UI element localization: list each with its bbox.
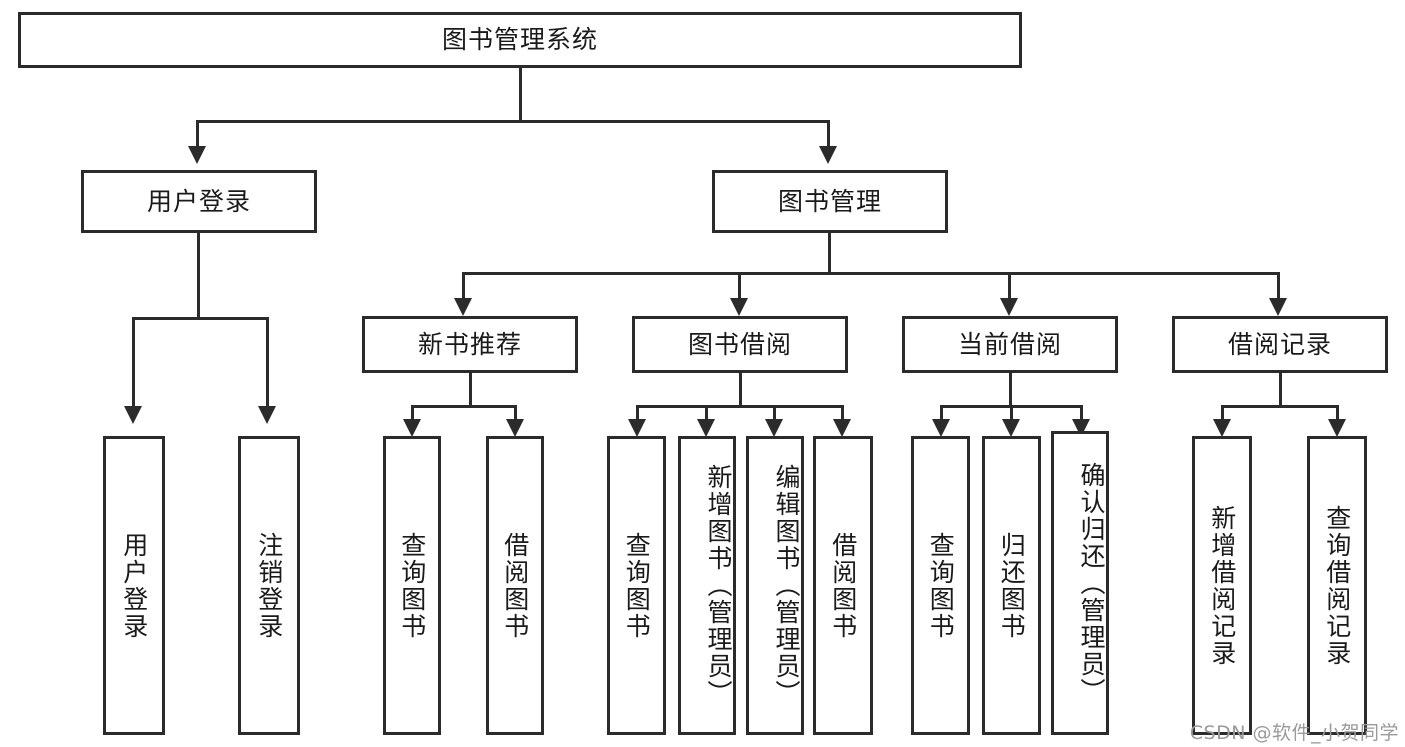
arrowhead-leaf-recommend-borrow bbox=[506, 419, 524, 437]
connector-l3-drop-2 bbox=[738, 272, 741, 298]
arrowhead-leaf-borrow-add bbox=[697, 419, 715, 437]
leaf-logout[interactable]: 注销登录 bbox=[238, 436, 300, 735]
connector-user-login-drop-2 bbox=[266, 317, 269, 406]
arrowhead-leaf-user-login bbox=[124, 406, 142, 424]
connector-borrow-drop-1 bbox=[636, 405, 639, 419]
arrowhead-leaf-logout bbox=[258, 406, 276, 424]
connector-record-drop-2 bbox=[1336, 405, 1339, 419]
connector-user-login-stem bbox=[197, 233, 200, 317]
csdn-watermark: CSDN @软件_小贺同学 bbox=[1189, 722, 1399, 744]
connector-root-stem bbox=[519, 68, 522, 120]
arrowhead-current-borrow bbox=[1000, 298, 1018, 316]
leaf-current-query-book[interactable]: 查询图书 bbox=[911, 436, 970, 735]
connector-l3-drop-1 bbox=[462, 272, 465, 298]
arrowhead-leaf-borrow-edit bbox=[765, 419, 783, 437]
arrowhead-leaf-record-query bbox=[1328, 419, 1346, 437]
connector-current-drop-2 bbox=[1010, 405, 1013, 419]
arrowhead-book-manage bbox=[819, 146, 837, 164]
connector-user-login-bus bbox=[132, 317, 269, 320]
connector-borrow-stem bbox=[739, 373, 742, 405]
arrowhead-leaf-borrow-borrow bbox=[833, 419, 851, 437]
arrowhead-book-borrow bbox=[730, 298, 748, 316]
connector-recommend-bus bbox=[411, 405, 517, 408]
connector-record-bus bbox=[1221, 405, 1339, 408]
node-root-system[interactable]: 图书管理系统 bbox=[18, 12, 1022, 68]
node-new-book-recommend[interactable]: 新书推荐 bbox=[362, 316, 578, 373]
connector-l3-drop-4 bbox=[1277, 272, 1280, 298]
arrowhead-borrow-record bbox=[1269, 298, 1287, 316]
leaf-recommend-query-book[interactable]: 查询图书 bbox=[383, 436, 441, 735]
leaf-recommend-borrow-book[interactable]: 借阅图书 bbox=[486, 436, 544, 735]
connector-borrow-drop-3 bbox=[773, 405, 776, 419]
node-book-borrow[interactable]: 图书借阅 bbox=[632, 316, 848, 373]
connector-record-stem bbox=[1279, 373, 1282, 405]
arrowhead-leaf-recommend-query bbox=[403, 419, 421, 437]
node-user-login[interactable]: 用户登录 bbox=[81, 170, 317, 233]
connector-borrow-drop-2 bbox=[705, 405, 708, 419]
leaf-borrow-edit-book-admin[interactable]: 编辑图书（管理员） bbox=[746, 436, 804, 735]
arrowhead-leaf-current-return bbox=[1002, 419, 1020, 437]
leaf-current-confirm-return-admin[interactable]: 确认归还（管理员） bbox=[1051, 431, 1109, 735]
connector-book-manage-stem bbox=[828, 233, 831, 272]
leaf-user-login[interactable]: 用户登录 bbox=[103, 436, 165, 735]
node-borrow-record[interactable]: 借阅记录 bbox=[1172, 316, 1388, 373]
connector-current-drop-1 bbox=[940, 405, 943, 419]
connector-root-bus bbox=[196, 120, 830, 123]
connector-recommend-drop-1 bbox=[411, 405, 414, 419]
leaf-current-return-book[interactable]: 归还图书 bbox=[982, 436, 1041, 735]
connector-l3-drop-3 bbox=[1008, 272, 1011, 298]
connector-current-stem bbox=[1009, 373, 1012, 405]
connector-level3-bus bbox=[462, 272, 1280, 275]
connector-borrow-drop-4 bbox=[841, 405, 844, 419]
leaf-borrow-borrow-book[interactable]: 借阅图书 bbox=[813, 436, 873, 735]
connector-recommend-drop-2 bbox=[514, 405, 517, 419]
leaf-borrow-query-book[interactable]: 查询图书 bbox=[607, 436, 666, 735]
connector-recommend-stem bbox=[469, 373, 472, 405]
connector-borrow-bus bbox=[636, 405, 844, 408]
connector-root-to-book-manage bbox=[827, 120, 830, 146]
leaf-record-add-record[interactable]: 新增借阅记录 bbox=[1192, 436, 1252, 735]
node-book-management[interactable]: 图书管理 bbox=[712, 170, 948, 233]
connector-root-to-user-login bbox=[196, 120, 199, 146]
leaf-record-query-record[interactable]: 查询借阅记录 bbox=[1307, 436, 1367, 735]
connector-record-drop-1 bbox=[1221, 405, 1224, 419]
arrowhead-leaf-borrow-query bbox=[628, 419, 646, 437]
leaf-borrow-add-book-admin[interactable]: 新增图书（管理员） bbox=[678, 436, 736, 735]
arrowhead-new-book-recommend bbox=[454, 298, 472, 316]
connector-user-login-drop-1 bbox=[132, 317, 135, 406]
arrowhead-user-login bbox=[188, 146, 206, 164]
node-current-borrow[interactable]: 当前借阅 bbox=[902, 316, 1118, 373]
arrowhead-leaf-current-query bbox=[932, 419, 950, 437]
arrowhead-leaf-record-add bbox=[1213, 419, 1231, 437]
connector-current-drop-3 bbox=[1080, 405, 1083, 419]
